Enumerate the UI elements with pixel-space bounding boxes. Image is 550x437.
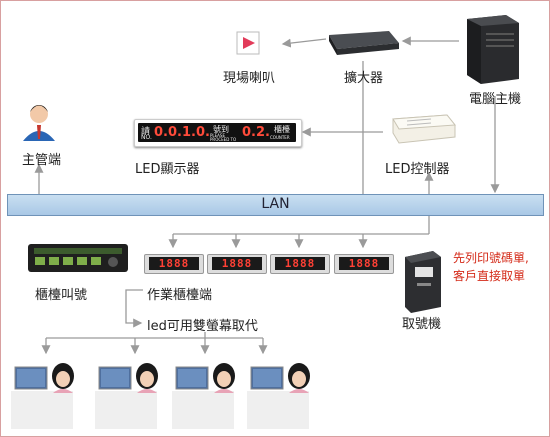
note-line-1: 先列印號碼單, (453, 251, 529, 265)
led-controller-label: LED控制器 (385, 162, 450, 177)
workstation-3-icon (172, 363, 235, 429)
counter-display-value: 1888 (149, 257, 199, 270)
counter-display-value: 1888 (212, 257, 262, 270)
workstation-4-icon (247, 363, 310, 429)
led-counter: 櫃檯 (274, 125, 290, 134)
pc-tower-icon (467, 15, 519, 84)
counter-display-1: 1888 (144, 254, 204, 274)
amplifier-label: 擴大器 (344, 71, 384, 86)
counter-display-2: 1888 (207, 254, 267, 274)
led-please-en: NO. (141, 134, 152, 141)
led-controller-icon (392, 114, 456, 144)
led-number: 0.0.1.0. (154, 125, 210, 140)
led-proceed-en: PLEASE PROCEED TO (210, 133, 237, 142)
work-counter-label: 作業櫃檯端 (147, 288, 213, 303)
workstation-2-icon (95, 363, 158, 429)
counter-display-3: 1888 (270, 254, 330, 274)
lan-label: LAN (261, 196, 290, 212)
counter-caller-label: 櫃檯叫號 (35, 288, 88, 303)
led-display-label: LED顯示器 (135, 162, 200, 177)
amplifier-icon (329, 31, 399, 55)
counter-display-value: 1888 (339, 257, 389, 270)
speaker-icon (236, 31, 260, 55)
led-display-panel: 請 NO. 0.0.1.0. 號到 PLEASE PROCEED TO 0.2.… (134, 119, 302, 147)
led-please: 請 (141, 127, 151, 137)
supervisor-label: 主管端 (22, 153, 62, 168)
led-counter-en: COUNTER (270, 135, 290, 140)
bracket-work-counter (125, 289, 143, 328)
dual-screen-label: led可用雙螢幕取代 (147, 319, 258, 334)
ticket-machine-label: 取號機 (402, 317, 442, 332)
note-line-2: 客戶直接取單 (453, 269, 526, 283)
led-proceed: 號到 (213, 125, 229, 134)
workstation-1-icon (11, 363, 74, 429)
speaker-label: 現場喇叭 (223, 71, 276, 86)
counter-display-4: 1888 (334, 254, 394, 274)
counter-display-value: 1888 (275, 257, 325, 270)
supervisor-avatar-icon (23, 105, 55, 141)
pc-label: 電腦主機 (469, 92, 522, 107)
ticket-machine-icon (405, 251, 441, 313)
led-counter-number: 0.2. (242, 125, 270, 140)
note-text: 先列印號碼單, 客戶直接取單 (453, 249, 529, 285)
arrow-amp-to-speaker (281, 38, 327, 48)
lan-bar: LAN (7, 194, 544, 216)
counter-caller-keypad-icon (28, 244, 128, 272)
